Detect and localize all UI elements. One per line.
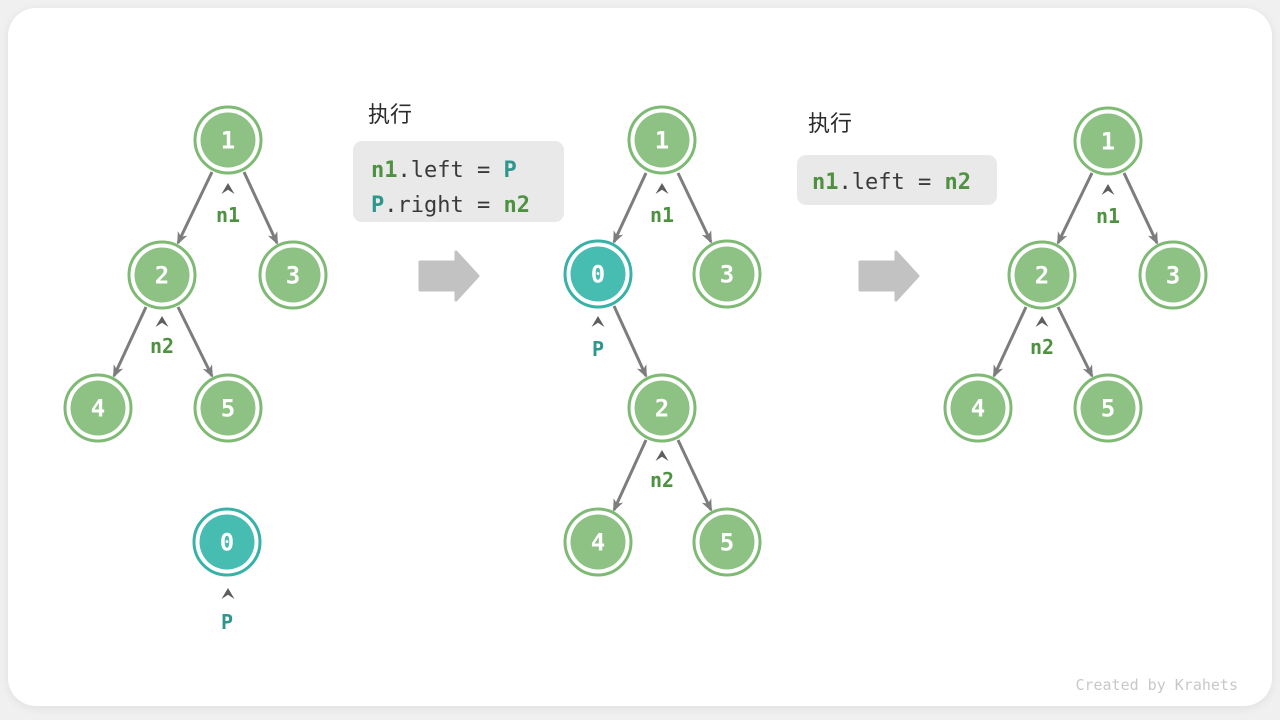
step1-edge-2-4 <box>112 306 148 378</box>
code-line-1: n1.left = n2 <box>812 170 971 195</box>
node-value: 4 <box>971 395 985 423</box>
pointer-arrow-icon <box>1035 316 1049 327</box>
pointer-label-n2: n2 <box>650 468 674 492</box>
step1-node-right: 3 <box>258 240 328 310</box>
node-circle <box>699 246 755 302</box>
step1-node-left: 2 <box>127 240 197 310</box>
node-value: 0 <box>220 529 234 557</box>
node-value: 3 <box>720 261 734 289</box>
step2-edge-1-3 <box>676 172 713 244</box>
node-circle <box>570 246 626 302</box>
step2-edge-2-5 <box>676 439 713 512</box>
node-value: 5 <box>221 395 235 423</box>
step2-node-right: 3 <box>692 239 762 309</box>
node-circle <box>70 380 126 436</box>
node-value: 1 <box>221 127 235 155</box>
flow-arrow-icon <box>858 250 920 302</box>
step2-edge-1-0 <box>612 172 648 244</box>
node-value: 0 <box>591 261 605 289</box>
step3-edge-2-5 <box>1056 306 1094 378</box>
step1-edge-1-3 <box>242 171 279 245</box>
step3-node-root: 1 <box>1073 106 1143 176</box>
step3-tree: 1 2 3 4 5 n1 n2 <box>943 106 1208 443</box>
step2-edge-2-4 <box>612 439 648 512</box>
code-block-title: 执行 <box>368 102 412 127</box>
step1-node-root: 1 <box>193 105 263 175</box>
step1-node-left-right: 5 <box>193 373 263 443</box>
step1-tree: 1 2 3 4 5 0 n1 n2 <box>63 105 328 634</box>
node-value: 2 <box>655 395 669 423</box>
step2-edge-0-2 <box>612 305 648 378</box>
pointer-label-n2: n2 <box>1030 335 1054 359</box>
step2-node-left-left: 4 <box>563 507 633 577</box>
pointer-label-p: P <box>221 610 233 634</box>
node-circle <box>570 514 626 570</box>
step1-node-left-left: 4 <box>63 373 133 443</box>
code-box <box>797 155 997 205</box>
step2-node-inserted: 2 <box>627 373 697 443</box>
node-circle <box>200 380 256 436</box>
pointer-arrow-icon <box>1101 184 1115 195</box>
node-circle <box>1080 380 1136 436</box>
step3-node-right: 3 <box>1138 240 1208 310</box>
step3-node-left-left: 4 <box>943 373 1013 443</box>
step1-edge-2-5 <box>176 306 214 378</box>
pointer-label-n1: n1 <box>1096 204 1120 228</box>
step2-tree: 1 0 3 2 4 5 n1 P <box>563 105 762 577</box>
pointer-arrow-icon <box>591 316 605 327</box>
step3-edge-2-4 <box>992 306 1028 378</box>
code-box <box>353 141 564 222</box>
node-value: 5 <box>720 529 734 557</box>
pointer-label-n2: n2 <box>150 334 174 358</box>
node-circle <box>1145 247 1201 303</box>
watermark: Created by Krahets <box>1075 676 1238 694</box>
node-value: 2 <box>1035 262 1049 290</box>
node-circle <box>1014 247 1070 303</box>
node-value: 3 <box>1166 262 1180 290</box>
pointer-arrow-icon <box>221 183 235 194</box>
node-circle <box>634 112 690 168</box>
step2-node-root: 1 <box>627 105 697 175</box>
step1-node-detached: 0 <box>192 507 262 577</box>
code-block-2: 执行 n1.left = n2 <box>797 111 997 205</box>
code-line-2: P.right = n2 <box>371 193 530 218</box>
pointer-label-n1: n1 <box>650 203 674 227</box>
step3-edge-1-2 <box>1056 172 1094 245</box>
pointer-label-p: P <box>592 337 604 361</box>
node-circle <box>134 247 190 303</box>
step2-node-left-right: 5 <box>692 507 762 577</box>
pointer-arrow-icon <box>221 588 235 599</box>
step3-node-left: 2 <box>1007 240 1077 310</box>
node-circle <box>200 112 256 168</box>
node-value: 1 <box>1101 128 1115 156</box>
pointer-arrow-icon <box>655 183 669 194</box>
code-block-1: 执行 n1.left = P P.right = n2 <box>353 102 564 222</box>
step2-node-left: 0 <box>563 239 633 309</box>
code-line-1: n1.left = P <box>371 158 517 183</box>
pointer-arrow-icon <box>655 450 669 461</box>
node-value: 3 <box>286 262 300 290</box>
node-value: 2 <box>155 262 169 290</box>
node-circle <box>1080 113 1136 169</box>
node-circle <box>699 514 755 570</box>
node-value: 4 <box>591 529 605 557</box>
node-circle <box>634 380 690 436</box>
step3-edge-1-3 <box>1122 172 1159 245</box>
code-block-title: 执行 <box>808 111 852 136</box>
flow-arrow-icon <box>418 250 480 302</box>
node-value: 5 <box>1101 395 1115 423</box>
node-circle <box>265 247 321 303</box>
pointer-label-n1: n1 <box>216 203 240 227</box>
node-circle <box>950 380 1006 436</box>
node-value: 4 <box>91 395 105 423</box>
pointer-arrow-icon <box>155 316 169 327</box>
step1-edge-1-2 <box>176 171 214 245</box>
node-value: 1 <box>655 127 669 155</box>
step3-node-left-right: 5 <box>1073 373 1143 443</box>
node-circle <box>199 514 255 570</box>
